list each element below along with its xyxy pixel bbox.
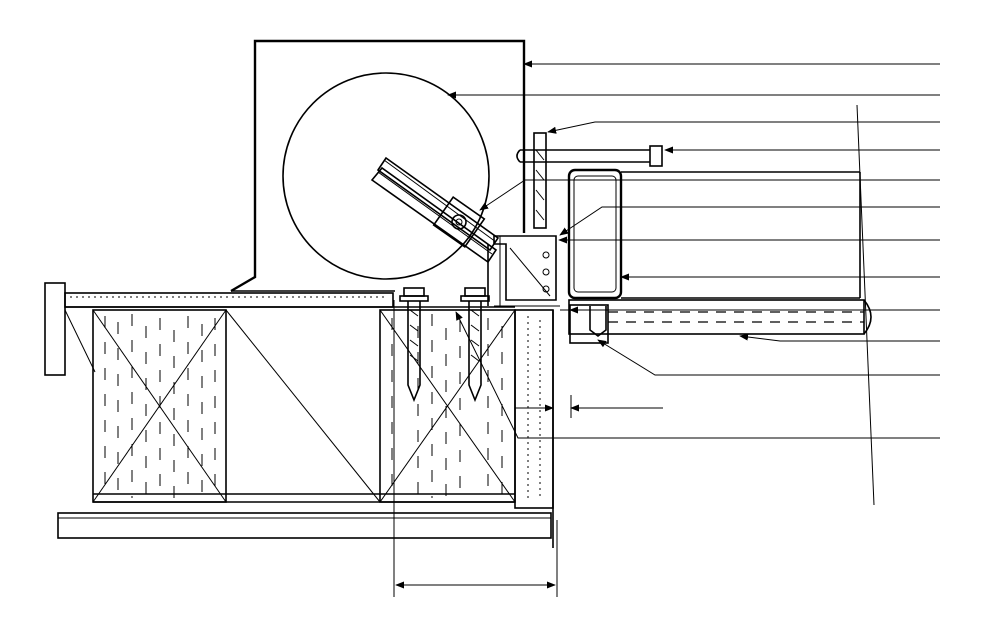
timber-block-center bbox=[93, 309, 515, 503]
cassette-housing bbox=[230, 39, 526, 293]
leader-lines bbox=[447, 60, 940, 439]
reference-line bbox=[856, 104, 875, 506]
pivot-arm-assembly bbox=[370, 156, 500, 264]
timber-block-right bbox=[379, 309, 516, 503]
guide-rod bbox=[516, 145, 663, 167]
anchor-bolts bbox=[399, 287, 490, 403]
mounting-bracket bbox=[487, 235, 560, 307]
timber-block-left bbox=[92, 309, 227, 503]
roof-deck-slab bbox=[64, 292, 515, 373]
rail-tube bbox=[567, 168, 861, 300]
left-end-cap bbox=[44, 282, 66, 376]
base-plate bbox=[57, 512, 552, 539]
dimension-lines bbox=[393, 300, 663, 597]
glazing-panel bbox=[560, 299, 872, 344]
